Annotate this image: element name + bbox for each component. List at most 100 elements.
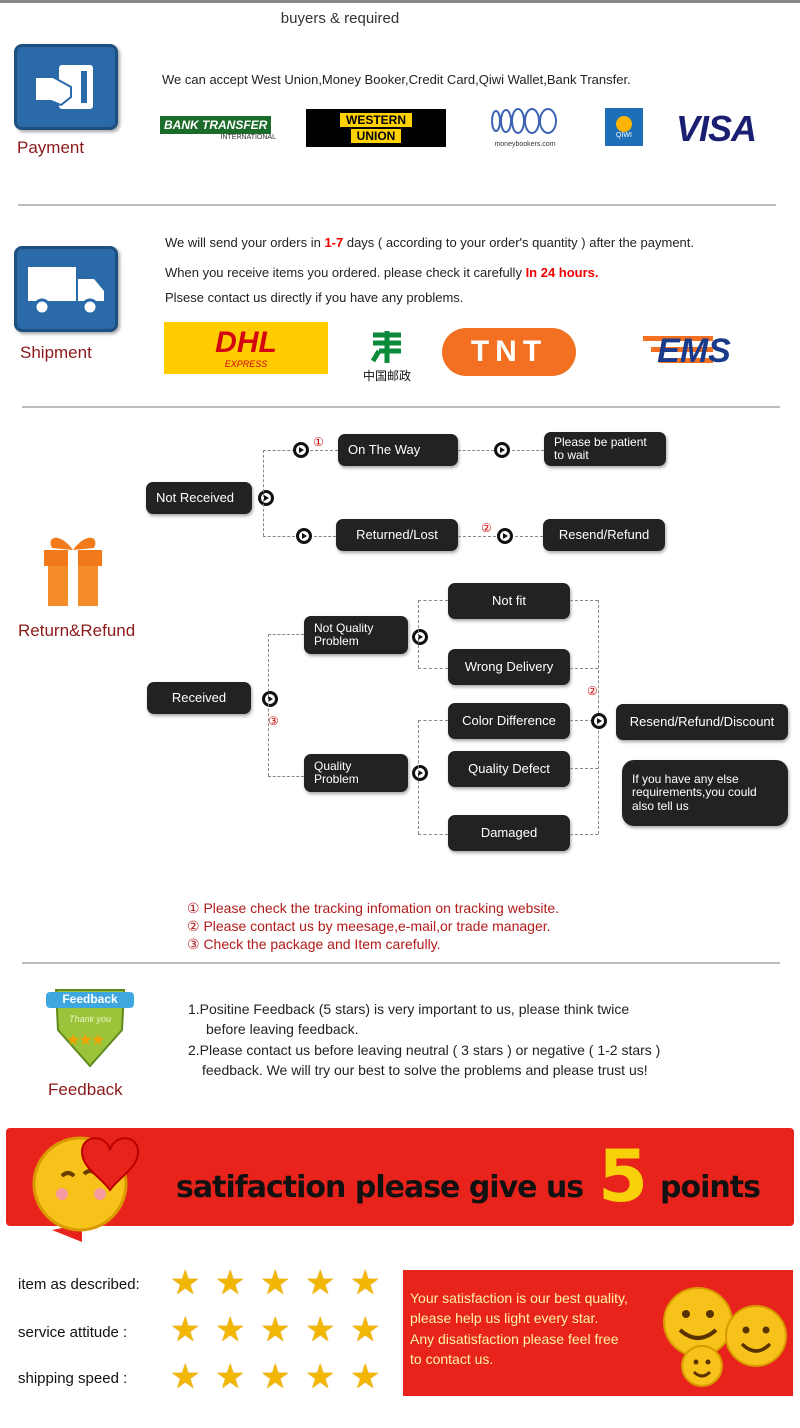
node-color-difference: Color Difference: [448, 703, 570, 739]
node-damaged: Damaged: [448, 815, 570, 851]
connector: [263, 450, 264, 536]
arrow-icon: [262, 691, 278, 707]
china-post-logo: 中国邮政: [348, 322, 426, 388]
node-not-fit: Not fit: [448, 583, 570, 619]
shipment-label: Shipment: [20, 343, 92, 362]
arrow-icon: [494, 442, 510, 458]
arrow-icon: [293, 442, 309, 458]
node-resend-refund-discount: Resend/Refund/Discount: [616, 704, 788, 740]
banner-number: 5: [598, 1134, 649, 1218]
rating-star-icon[interactable]: ★: [170, 1358, 201, 1396]
note-1: ① Please check the tracking infomation o…: [187, 900, 560, 916]
divider-payment: [18, 204, 776, 206]
connector: [310, 450, 338, 451]
rating-label-item: item as described:: [18, 1276, 140, 1293]
rating-star-icon[interactable]: ★: [305, 1311, 336, 1349]
node-resend-refund: Resend/Refund: [543, 519, 665, 551]
shipment-line-2: When you receive items you ordered. plea…: [165, 265, 599, 280]
node-on-the-way: On The Way: [338, 434, 458, 466]
payment-text: We can accept West Union,Money Booker,Cr…: [162, 72, 631, 87]
rating-star-icon[interactable]: ★: [170, 1311, 201, 1349]
connector: [263, 536, 295, 537]
page-title: buyers & required: [280, 10, 400, 27]
feedback-label: Feedback: [48, 1080, 123, 1099]
connector: [268, 634, 304, 635]
western-union-logo: WESTERN UNION: [306, 109, 446, 147]
rating-star-icon[interactable]: ★: [215, 1358, 246, 1396]
connector: [268, 634, 269, 776]
node-not-received: Not Received: [146, 482, 252, 514]
connector: [418, 600, 448, 601]
note-3: ③ Check the package and Item carefully.: [187, 936, 441, 952]
qiwi-logo: QIWI: [605, 108, 643, 146]
gift-icon: [40, 530, 106, 613]
connector: [570, 768, 598, 769]
rating-star-icon[interactable]: ★: [215, 1264, 246, 1302]
connector: [458, 450, 494, 451]
divider-refund: [22, 962, 780, 964]
feedback-badge-icon: Feedback Thank you ★★★: [44, 982, 136, 1070]
connector: [418, 720, 448, 721]
rating-star-icon[interactable]: ★: [260, 1264, 291, 1302]
banner-text-a: satifaction please give us: [176, 1170, 584, 1205]
top-border: [0, 0, 800, 3]
rating-label-shipping: shipping speed :: [18, 1370, 128, 1387]
rating-star-icon[interactable]: ★: [260, 1311, 291, 1349]
arrow-icon: [412, 765, 428, 781]
connector: [570, 600, 598, 601]
banner-text-b: points: [660, 1170, 761, 1205]
connector: [512, 450, 544, 451]
moneybookers-logo: moneybookers.com: [484, 106, 566, 148]
tnt-logo: TNT: [442, 328, 576, 376]
satisfaction-message: Your satisfaction is our best quality, p…: [410, 1290, 628, 1367]
shipment-line-1: We will send your orders in 1-7 days ( a…: [165, 235, 694, 250]
connector: [418, 720, 419, 834]
connector: [263, 450, 295, 451]
rating-stars: ★ ★ ★ ★ ★ ★ ★ ★ ★ ★ ★ ★ ★ ★ ★: [170, 1266, 392, 1406]
mark-1: ①: [313, 435, 324, 449]
payment-icon: [14, 44, 118, 130]
node-not-quality-problem: Not Quality Problem: [304, 616, 408, 654]
mark-3: ③: [268, 714, 279, 728]
connector: [570, 720, 598, 721]
connector: [418, 668, 448, 669]
arrow-icon: [497, 528, 513, 544]
mark-2: ②: [587, 684, 598, 698]
connector: [458, 536, 496, 537]
mark-2: ②: [481, 521, 492, 535]
rating-star-icon[interactable]: ★: [305, 1264, 336, 1302]
connector: [268, 776, 304, 777]
rating-star-icon[interactable]: ★: [170, 1264, 201, 1302]
connector: [570, 668, 598, 669]
dhl-logo: DHL EXPRESS: [164, 322, 328, 374]
node-wrong-delivery: Wrong Delivery: [448, 649, 570, 685]
smiley-heart-icon: [22, 1120, 172, 1255]
connector: [515, 536, 543, 537]
node-else-requirements: If you have any else requirements,you co…: [622, 760, 788, 826]
payment-label: Payment: [17, 138, 85, 157]
arrow-icon: [412, 629, 428, 645]
rating-star-icon[interactable]: ★: [260, 1358, 291, 1396]
rating-star-icon[interactable]: ★: [350, 1264, 381, 1302]
rating-star-icon[interactable]: ★: [305, 1358, 336, 1396]
node-quality-problem: Quality Problem: [304, 754, 408, 792]
bank-transfer-logo: BANK TRANSFER INTERNATIONAL: [160, 116, 276, 146]
rating-star-icon[interactable]: ★: [350, 1358, 381, 1396]
feedback-line-2: 2.Please contact us before leaving neutr…: [188, 1042, 661, 1058]
badge-stars-icon: ★★★: [66, 1032, 105, 1049]
rating-star-icon[interactable]: ★: [350, 1311, 381, 1349]
feedback-line-1: 1.Positine Feedback (5 stars) is very im…: [188, 1001, 630, 1017]
connector: [418, 600, 419, 668]
arrow-icon: [258, 490, 274, 506]
rating-label-service: service attitude :: [18, 1324, 128, 1341]
smiley-faces-icon: [656, 1276, 792, 1393]
arrow-icon: [296, 528, 312, 544]
node-received: Received: [147, 682, 251, 714]
divider-shipment: [22, 406, 780, 408]
ems-logo: EMS: [596, 330, 778, 372]
connector: [314, 536, 336, 537]
feedback-line-2b: feedback. We will try our best to solve …: [202, 1062, 648, 1078]
rating-star-icon[interactable]: ★: [215, 1311, 246, 1349]
connector: [418, 834, 448, 835]
node-be-patient: Please be patient to wait: [544, 432, 666, 466]
